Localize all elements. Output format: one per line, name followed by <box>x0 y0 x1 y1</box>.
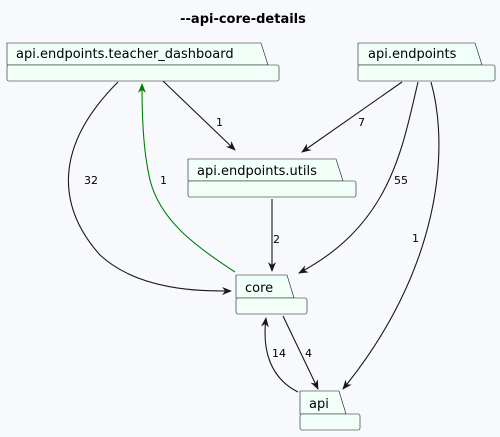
edges: 1 32 1 7 55 1 2 4 14 <box>67 80 440 393</box>
edge-label-endpoints-to-api: 1 <box>412 232 419 245</box>
package-core: core <box>235 274 308 315</box>
diagram-title: --api-core-details <box>180 12 306 27</box>
edge-label-endpoints-to-utils: 7 <box>358 116 365 129</box>
edge-label-endpoints-to-core: 55 <box>394 174 408 187</box>
package-teacher-dashboard: api.endpoints.teacher_dashboard <box>6 42 280 82</box>
edge-endpoints-to-api <box>342 81 440 390</box>
package-label-teacher-dashboard: api.endpoints.teacher_dashboard <box>16 47 234 62</box>
edge-label-core-to-api: 4 <box>305 347 312 360</box>
package-label-utils: api.endpoints.utils <box>197 164 317 179</box>
edge-label-teacher-dashboard-to-core: 32 <box>84 174 98 187</box>
edge-label-core-to-teacher-dashboard: 1 <box>160 174 167 187</box>
package-api: api <box>299 390 361 431</box>
package-label-endpoints: api.endpoints <box>368 47 457 62</box>
edge-endpoints-to-core <box>298 81 419 274</box>
edge-api-to-core <box>260 317 299 393</box>
package-utils: api.endpoints.utils <box>187 158 357 198</box>
edge-label-teacher-dashboard-to-utils: 1 <box>216 116 223 129</box>
edge-label-utils-to-core: 2 <box>273 233 280 246</box>
edge-core-to-teacher-dashboard <box>138 83 236 273</box>
package-endpoints: api.endpoints <box>357 42 496 82</box>
edge-label-api-to-core: 14 <box>272 347 286 360</box>
edge-core-to-api <box>282 315 319 390</box>
edge-teacher-dashboard-to-utils <box>162 80 236 151</box>
edge-endpoints-to-utils <box>301 81 403 153</box>
package-label-core: core <box>245 281 273 296</box>
package-label-api: api <box>309 397 329 412</box>
edge-teacher-dashboard-to-core <box>67 81 232 295</box>
